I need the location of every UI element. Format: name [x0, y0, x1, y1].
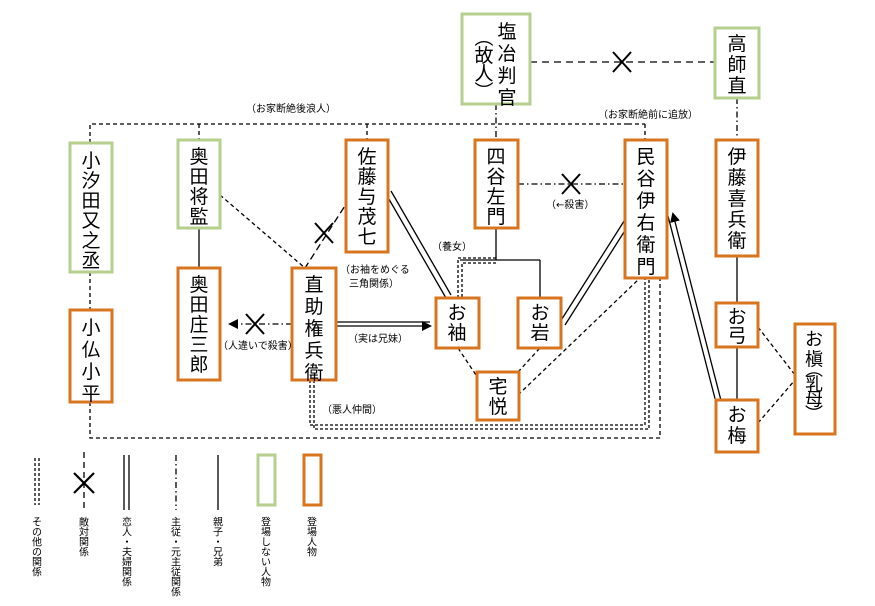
label-akunin: （悪人仲間） — [322, 403, 382, 416]
node-box-oume — [714, 398, 760, 454]
node-takuetsu: 宅悦 — [488, 376, 507, 418]
node-okuda-shozaburo: 奥田庄三郎 — [189, 274, 208, 376]
cross-mark-yotsuya-tamiya — [561, 173, 581, 195]
node-boxes — [68, 12, 837, 454]
enemy-line-sato-naosuke — [304, 197, 351, 269]
label-rounin: （お家断絶後浪人） — [246, 102, 336, 115]
node-box-koheiji — [68, 308, 114, 404]
node-osode: お袖 — [447, 302, 466, 344]
node-box-oyumi — [714, 301, 760, 349]
node-ko: 高師直 — [727, 33, 746, 97]
legend: その他の関係 敵対関係 恋人・夫婦関係 主従・元主従関係 親子・兄弟 登場しない… — [32, 452, 323, 599]
lover-line-oume-tamiya-b — [670, 212, 726, 417]
other-line-shogen-naosuke — [219, 194, 306, 269]
legend-enemy-label: 敵対関係 — [79, 516, 89, 559]
node-ito: 伊藤喜兵衛 — [727, 146, 746, 252]
node-tamiya: 民谷伊右衛門 — [636, 146, 655, 278]
label-hitochigai: （人違いで殺害） — [218, 339, 298, 352]
node-box-yotsuya — [473, 138, 520, 230]
villain-bracket-a — [309, 278, 646, 426]
node-box-naosuke — [290, 266, 338, 382]
legend-absent-sample — [256, 453, 277, 507]
label-sankaku-2: 三角関係） — [349, 278, 399, 290]
node-oyumi: お弓 — [727, 306, 746, 347]
lover-line-sato-osode-b — [390, 190, 452, 296]
other-line-osode-takuetsu — [457, 347, 479, 379]
node-box-takuetsu — [475, 370, 521, 422]
relationship-labels: （お家断絶後浪人） （お家断絶前に追放） （←殺害） （養女） （お袖をめぐる … — [218, 102, 698, 416]
node-box-koshio — [68, 141, 114, 274]
node-box-oiwa — [516, 296, 563, 350]
node-box-okuda-shozaburo — [176, 266, 222, 382]
label-kyoudai: （実は兄妹） — [348, 332, 408, 345]
master-line-omaki-oume — [757, 379, 796, 424]
node-box-sato — [344, 138, 390, 254]
other-line-takuetsu-tamiya — [517, 277, 641, 396]
node-naosuke: 直助権兵衛 — [304, 274, 323, 384]
node-koheiji: 小仏小平 — [81, 317, 100, 405]
legend-present-sample — [302, 453, 323, 507]
node-oiwa: お岩 — [530, 302, 549, 344]
cross-mark-shioji-ko — [612, 51, 632, 73]
legend-present-label: 登場人物 — [307, 516, 317, 559]
node-box-ito — [714, 138, 760, 258]
legend-lover-label: 恋人・夫婦関係 — [122, 516, 132, 589]
master-line-koheiji-tamiya — [89, 278, 661, 439]
node-okuda-shogen: 奥田将監 — [189, 146, 208, 228]
legend-family-label: 親子・兄弟 — [213, 516, 223, 569]
node-koshio: 小汐田又之丞 — [81, 150, 100, 272]
node-sato: 佐藤与茂七 — [357, 146, 376, 248]
cross-mark-naosuke-shozaburo — [245, 313, 265, 335]
other-line-takuetsu-oiwa — [517, 347, 541, 373]
node-box-osode — [434, 296, 481, 350]
node-texts: 塩冶判官︵故人︶ 高師直 小汐田又之丞 奥田将監 佐藤与茂七 四谷左門 民谷伊右… — [81, 21, 823, 447]
legend-other-sample — [34, 458, 40, 505]
label-tsuihou: （お家断絶前に追放） — [598, 108, 698, 121]
node-box-tamiya — [623, 138, 669, 280]
node-omaki: お槇︵乳母︶ — [805, 329, 823, 425]
enemy-marks — [245, 51, 632, 335]
label-youjo: （養女） — [432, 240, 472, 253]
node-box-okuda-shogen — [176, 138, 222, 230]
legend-enemy-sample — [73, 452, 95, 510]
cross-mark-sato-naosuke — [314, 222, 334, 244]
node-yotsuya: 四谷左門 — [486, 146, 505, 228]
node-shioji: 塩冶判官︵故人︶ — [474, 21, 516, 109]
adopted-line-osode-b — [461, 262, 496, 298]
lover-line-oume-tamiya-a — [667, 215, 721, 419]
lover-line-oiwa-tamiya-a — [559, 217, 627, 323]
label-satsugai: （←殺害） — [546, 198, 594, 211]
villain-bracket-b — [313, 278, 650, 430]
label-sankaku-1: （お袖をめぐる — [340, 263, 410, 276]
legend-lover-sample — [123, 455, 130, 510]
node-box-shioji — [460, 12, 532, 106]
lover-line-oiwa-tamiya-b — [564, 220, 632, 326]
node-oume: お梅 — [727, 404, 746, 447]
legend-absent-label: 登場しない人物 — [261, 516, 271, 589]
legend-other-label: その他の関係 — [32, 517, 42, 579]
master-line-omaki-oyumi — [757, 326, 796, 376]
legend-master-label: 主従・元主従関係 — [171, 517, 181, 599]
adopted-line-osode — [457, 257, 496, 298]
node-box-ko — [713, 26, 761, 100]
node-box-omaki — [793, 322, 837, 436]
connection-lines — [89, 61, 796, 439]
lover-line-sato-osode-a — [385, 193, 447, 299]
